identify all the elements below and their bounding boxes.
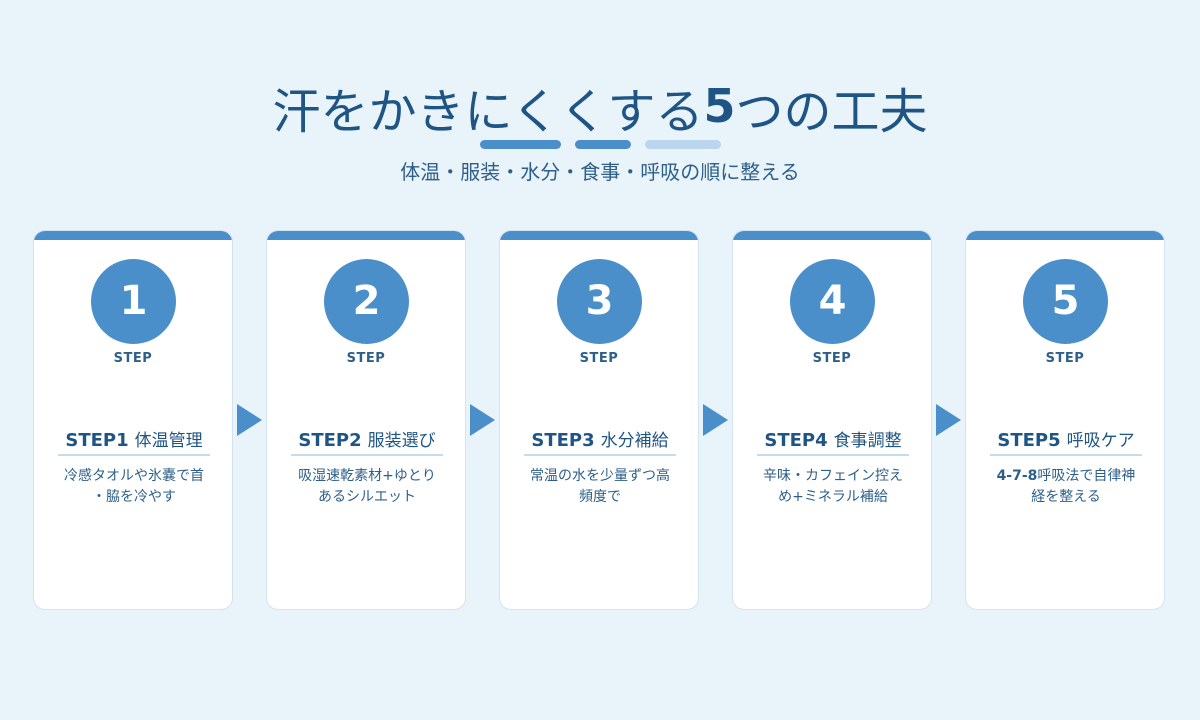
arrow-right-icon [703,404,728,436]
step-desc-line2: 経を整える [1031,489,1101,505]
title-pre: 汗をかきにくくする [272,84,704,140]
step-number-circle: 3 [557,259,642,344]
arrow-right-icon [470,404,495,436]
page-subtitle: 体温・服装・水分・食事・呼吸の順に整える [400,160,800,184]
card-top-bar [733,231,931,240]
card-top-bar [500,231,698,240]
step-title: 呼吸ケア [1066,431,1135,451]
step-desc-line1: 冷感タオルや氷嚢で首 [64,468,204,484]
title-underline-decoration [0,140,1200,150]
underline-segment-1 [480,140,561,149]
step-title: 体温管理 [134,431,203,451]
page-title: 汗をかきにくくする5つの工夫 [0,79,1200,144]
step-description: 4-7-8呼吸法で自律神経を整える [984,466,1148,508]
step-code: STEP4 [764,430,828,451]
step-caption: STEP [1045,351,1085,366]
underline-segment-3 [645,140,721,149]
step-description: 冷感タオルや氷嚢で首・脇を冷やす [52,466,216,508]
step-desc-line1: 辛味・カフェイン控え [763,468,903,484]
step-desc-line2: 頻度で [579,489,621,505]
step-caption: STEP [113,351,153,366]
underline-segment-2 [575,140,631,149]
step-number-circle: 2 [324,259,409,344]
step-number-circle: 5 [1023,259,1108,344]
title-number: 5 [703,79,736,133]
header: 汗をかきにくくする5つの工夫 体温・服装・水分・食事・呼吸の順に整える [0,79,1200,186]
card-top-bar [34,231,232,240]
step-description: 吸湿速乾素材+ゆとりあるシルエット [285,466,449,508]
arrow-right-icon [237,404,262,436]
step-title: 服装選び [367,431,436,451]
step-caption: STEP [346,351,386,366]
step-code: STEP1 [65,430,129,451]
step-desc-line1: 常温の水を少量ずつ高 [530,468,670,484]
step-description: 常温の水を少量ずつ高頻度で [518,466,682,508]
step-code: STEP3 [531,430,595,451]
step-desc-line1: 呼吸法で自律神 [1037,468,1136,484]
card-top-bar [966,231,1164,240]
step-title: 水分補給 [600,431,669,451]
step-caption: STEP [579,351,619,366]
step-caption: STEP [812,351,852,366]
step-description: 辛味・カフェイン控えめ+ミネラル補給 [751,466,915,508]
step-desc-line1: 吸湿速乾素材+ゆとり [298,468,436,484]
step-title: 食事調整 [833,431,902,451]
step-desc-line2: ・脇を冷やす [92,489,176,505]
card-top-bar [267,231,465,240]
step-desc-emphasis: 4-7-8 [996,468,1038,484]
arrow-right-icon [936,404,961,436]
step-code: STEP2 [298,430,362,451]
step-desc-line2: め+ミネラル補給 [778,489,888,505]
title-post: つの工夫 [735,84,928,140]
step-desc-line2: あるシルエット [318,489,416,505]
step-number-circle: 4 [790,259,875,344]
step-code: STEP5 [997,430,1061,451]
step-number-circle: 1 [91,259,176,344]
